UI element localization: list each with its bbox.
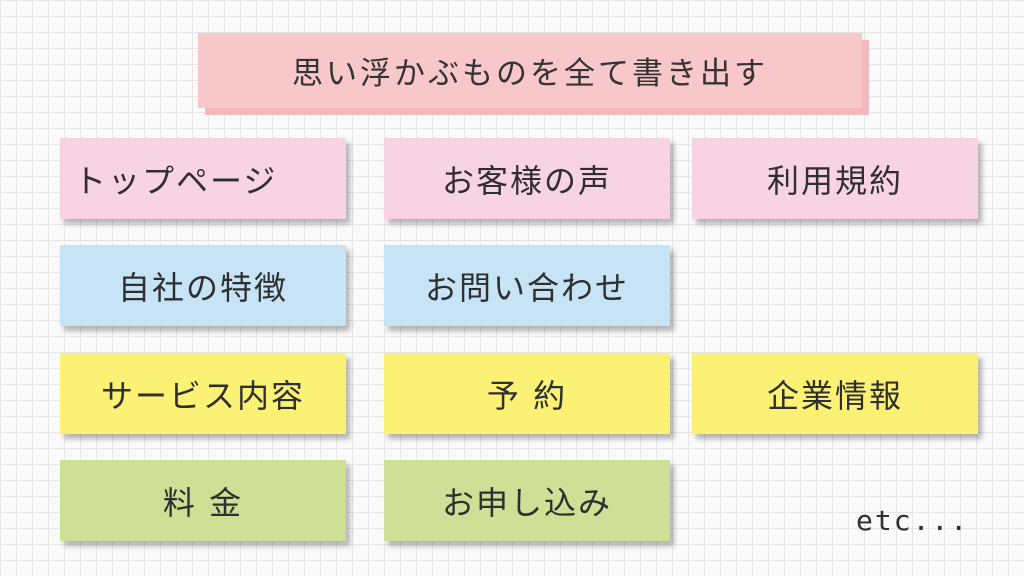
- note-reservation: 予 約: [384, 353, 670, 434]
- note-customer-voice: お客様の声: [384, 138, 670, 219]
- note-application: お申し込み: [384, 460, 670, 541]
- note-contact: お問い合わせ: [384, 245, 670, 326]
- note-pricing: 料 金: [60, 460, 346, 541]
- note-company-features: 自社の特徴: [60, 245, 346, 326]
- etc-text: etc...: [856, 504, 970, 537]
- page-title: 思い浮かぶものを全て書き出す: [198, 33, 862, 108]
- note-top-page: トップページ: [60, 138, 346, 219]
- note-service-details: サービス内容: [60, 353, 346, 434]
- note-company-info: 企業情報: [692, 353, 978, 434]
- note-terms-of-use: 利用規約: [692, 138, 978, 219]
